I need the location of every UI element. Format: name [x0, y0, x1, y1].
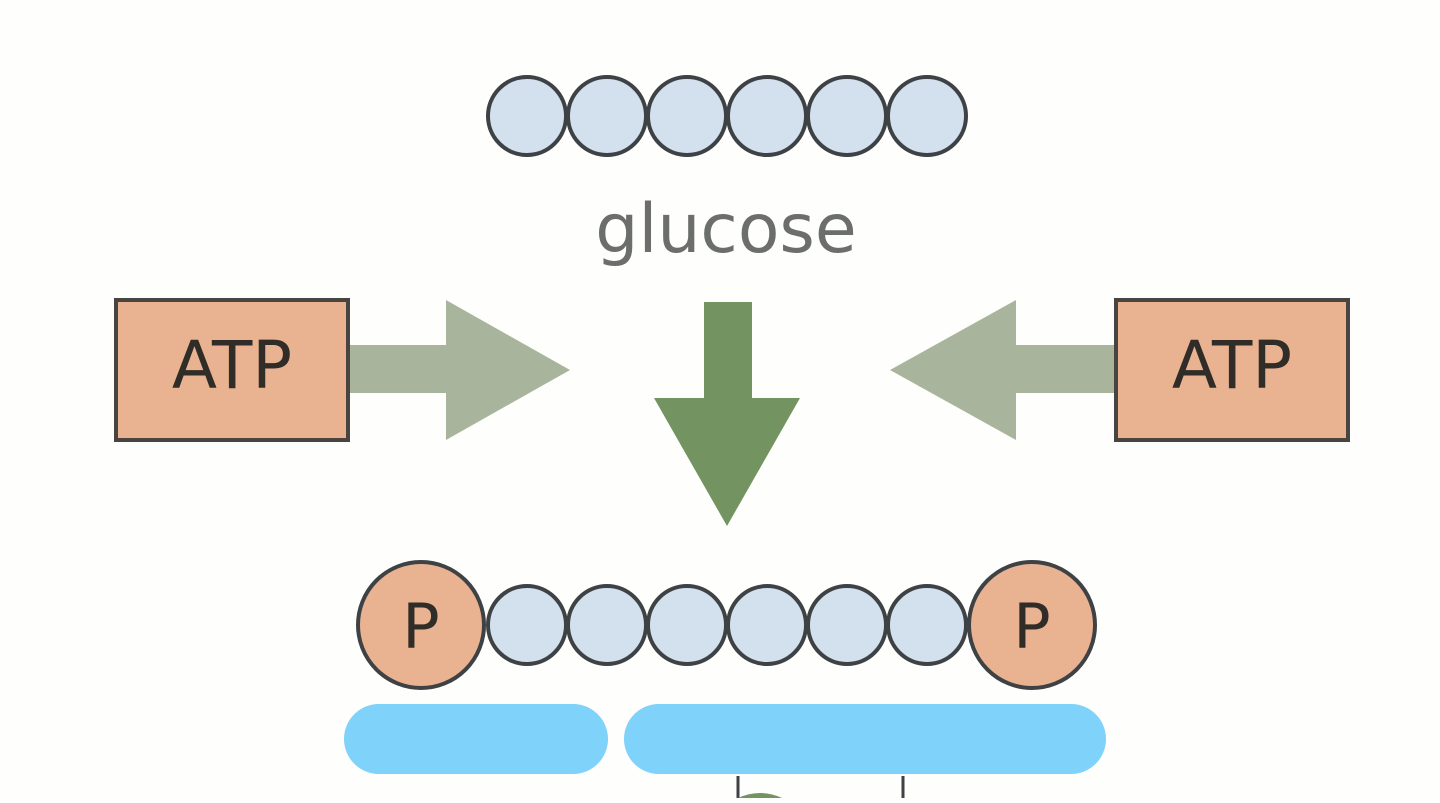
phosphate-right: P — [967, 560, 1097, 690]
atp-left-box — [114, 298, 350, 442]
fructose-bisphosphate-chain — [486, 584, 968, 666]
split-bar-right — [624, 704, 1106, 774]
atp-left-arrow — [350, 300, 570, 440]
atp-left-label: ATP — [172, 327, 292, 404]
phosphate-left-label: P — [402, 590, 439, 663]
phosphate-left-circle — [356, 560, 486, 690]
glucose-carbon-2 — [566, 75, 648, 157]
glucose-carbon-1 — [486, 75, 568, 157]
product-carbon-5 — [806, 584, 888, 666]
glucose-carbon-3 — [646, 75, 728, 157]
atp-right: ATP — [1114, 298, 1350, 442]
phosphate-right-circle — [967, 560, 1097, 690]
atp-right-label: ATP — [1172, 327, 1292, 404]
glucose-carbon-4 — [726, 75, 808, 157]
split-bar-left — [344, 704, 608, 774]
glucose-carbon-6 — [886, 75, 968, 157]
product-carbon-1 — [486, 584, 568, 666]
atp-left: ATP — [114, 298, 350, 442]
product-carbon-6 — [886, 584, 968, 666]
atp-right-arrow — [890, 300, 1114, 440]
glucose-carbon-chain — [486, 75, 968, 157]
atp-right-box — [1114, 298, 1350, 442]
phosphate-right-label: P — [1013, 590, 1050, 663]
main-reaction-arrow — [654, 302, 800, 526]
cropped-molecule-fragment — [738, 793, 782, 798]
glucose-carbon-5 — [806, 75, 888, 157]
product-carbon-3 — [646, 584, 728, 666]
product-carbon-4 — [726, 584, 808, 666]
product-carbon-2 — [566, 584, 648, 666]
glucose-label: glucose — [595, 190, 856, 269]
phosphate-left: P — [356, 560, 486, 690]
